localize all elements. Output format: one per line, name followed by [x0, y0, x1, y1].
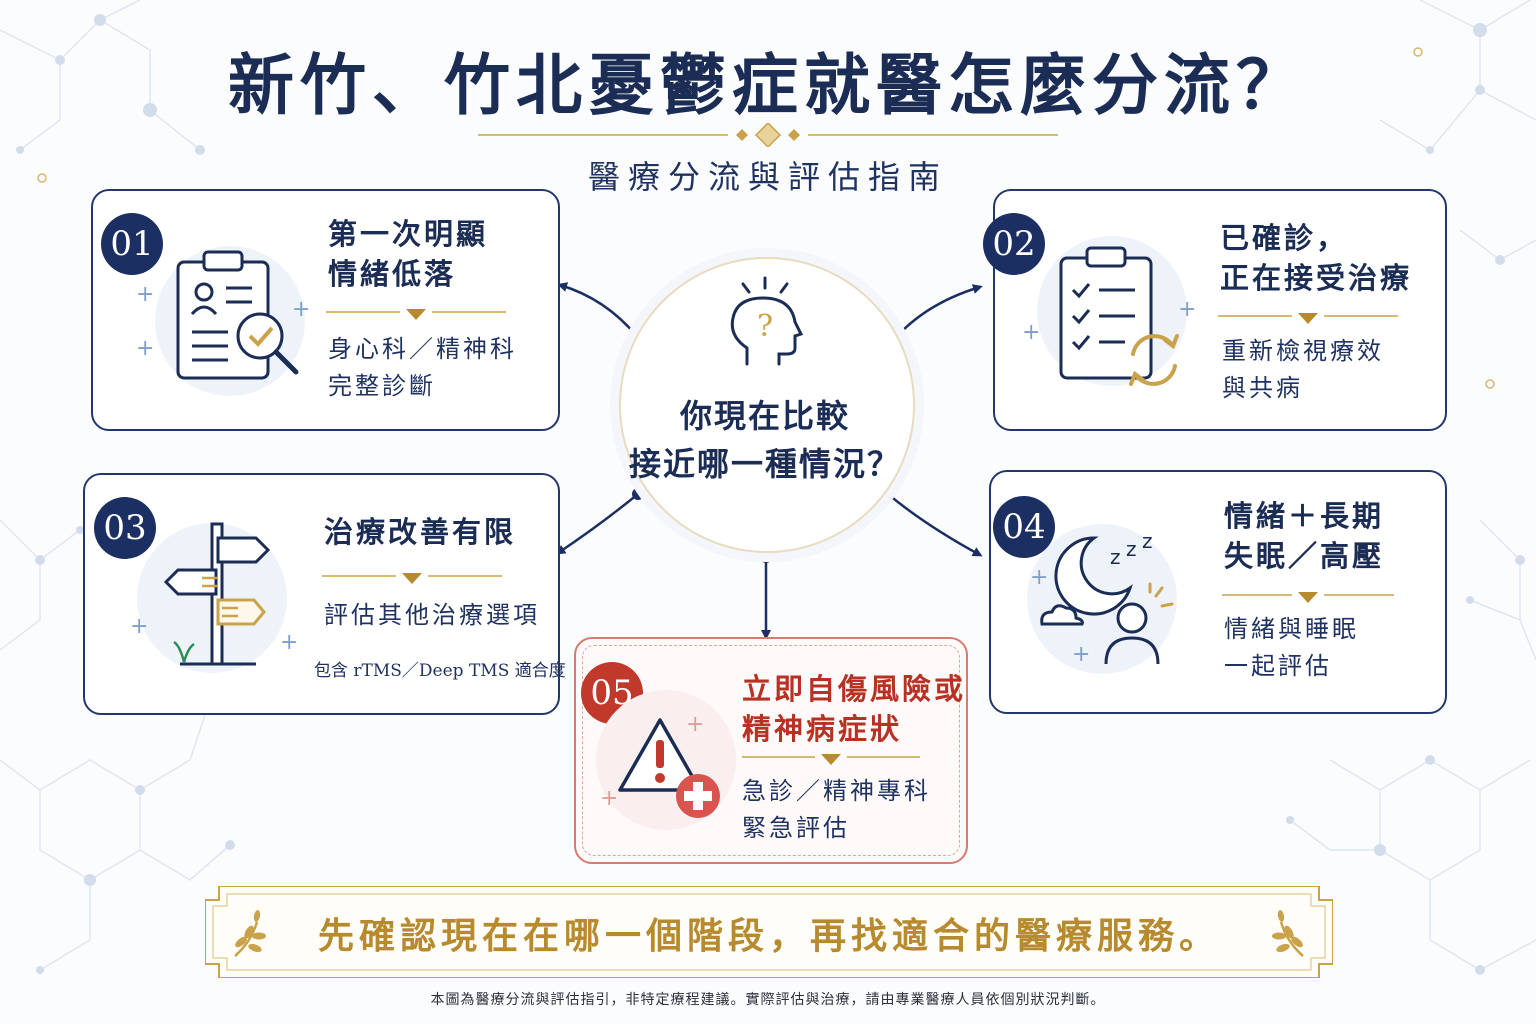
card-02-number-badge: 02	[983, 213, 1045, 275]
card-03-number-badge: 03	[94, 497, 156, 559]
card-01-description: 身心科／精神科 完整診斷	[328, 331, 517, 405]
card-03-title-line-1: 治療改善有限	[324, 515, 517, 549]
laurel-right-icon	[1272, 910, 1304, 957]
card-04-title-line-2: 失眠／高壓	[1224, 539, 1385, 573]
moon-sleep-icon: z z z	[1040, 530, 1174, 665]
decorative-plus-icon: +	[136, 282, 155, 307]
card-01-title: 第一次明顯 情緒低落	[328, 214, 488, 294]
card-04-title: 情緒＋長期 失眠／高壓	[1224, 496, 1384, 576]
footnote-disclaimer: 本圖為醫療分流與評估指引，非特定療程建議。實際評估與治療，請由專業醫療人員依個別…	[430, 992, 1106, 1008]
card-01-divider	[326, 309, 506, 320]
bottom-banner-frame	[205, 886, 1333, 978]
card-01-desc-line-1: 身心科／精神科	[328, 335, 517, 363]
card-02-divider	[1218, 313, 1398, 324]
laurel-left-icon	[234, 910, 266, 957]
decorative-plus-icon: +	[1072, 642, 1091, 667]
card-05-divider	[742, 754, 920, 765]
card-02-title-line-1: 已確診，	[1220, 221, 1349, 255]
decorative-plus-icon: +	[686, 712, 705, 737]
card-03-divider	[322, 573, 502, 584]
title-ornament-divider	[478, 123, 1058, 147]
card-04-desc-line-2: 一起評估	[1224, 652, 1332, 680]
decorative-plus-icon: +	[1178, 297, 1197, 322]
card-04-title-line-1: 情緒＋長期	[1224, 499, 1385, 533]
bottom-banner-text: 先確認現在在哪一個階段，再找適合的醫療服務。	[317, 915, 1220, 957]
signpost-icon	[163, 522, 271, 666]
card-05-desc-line-2: 緊急評估	[742, 814, 850, 842]
page-subtitle: 醫療分流與評估指南	[587, 158, 948, 196]
card-01-desc-line-2: 完整診斷	[328, 372, 436, 400]
card-02-desc-line-2: 與共病	[1222, 374, 1303, 402]
page-title: 新竹、竹北憂鬱症就醫怎麼分流？	[228, 46, 1308, 124]
card-02-title-line-2: 正在接受治療	[1220, 261, 1413, 295]
decorative-plus-icon: +	[136, 336, 155, 361]
checklist-refresh-icon	[1059, 246, 1179, 386]
card-04-divider	[1222, 592, 1394, 603]
card-05-title: 立即自傷風險或 精神病症狀	[742, 669, 966, 749]
decorative-plus-icon: +	[280, 630, 299, 655]
card-04-description: 情緒與睡眠 一起評估	[1224, 611, 1359, 685]
card-05-title-line-2: 精神病症狀	[742, 712, 903, 746]
clipboard-search-icon	[176, 250, 299, 380]
card-03-note: 包含 rTMS／Deep TMS 適合度	[314, 661, 566, 681]
decorative-plus-icon: +	[600, 786, 619, 811]
center-question-circle	[619, 257, 915, 553]
svg-text:z: z	[1126, 537, 1137, 561]
center-question-line-2: 接近哪一種情況？	[628, 445, 901, 483]
card-05-desc-line-1: 急診／精神專科	[742, 777, 931, 805]
card-01-title-line-1: 第一次明顯	[328, 217, 489, 251]
card-03-desc-line-1: 評估其他治療選項	[324, 601, 540, 629]
decorative-plus-icon: +	[1022, 320, 1041, 345]
card-04-desc-line-1: 情緒與睡眠	[1224, 615, 1359, 643]
card-02-desc-line-1: 重新檢視療效	[1222, 337, 1384, 365]
head-question-icon: ?	[730, 276, 804, 366]
svg-text:z: z	[1142, 530, 1153, 553]
decorative-plus-icon: +	[130, 614, 149, 639]
center-question: 你現在比較 接近哪一種情況？	[619, 392, 911, 488]
card-05-description: 急診／精神專科 緊急評估	[742, 773, 931, 847]
svg-text:?: ?	[757, 309, 773, 344]
card-05-dashed-frame	[582, 645, 960, 856]
card-05-title-line-1: 立即自傷風險或	[742, 672, 967, 706]
decorative-plus-icon: +	[292, 297, 311, 322]
card-01-title-line-2: 情緒低落	[328, 257, 457, 291]
card-03-description: 評估其他治療選項	[324, 597, 540, 634]
warning-medical-icon	[618, 718, 720, 818]
card-04-number-badge: 04	[993, 496, 1055, 558]
svg-text:z: z	[1110, 545, 1121, 569]
center-question-line-1: 你現在比較	[679, 397, 850, 435]
decorative-plus-icon: +	[1030, 565, 1049, 590]
card-01-number-badge: 01	[101, 213, 163, 275]
card-02-description: 重新檢視療效 與共病	[1222, 333, 1384, 407]
card-02-title: 已確診， 正在接受治療	[1220, 218, 1412, 298]
card-03-title: 治療改善有限	[324, 512, 516, 552]
